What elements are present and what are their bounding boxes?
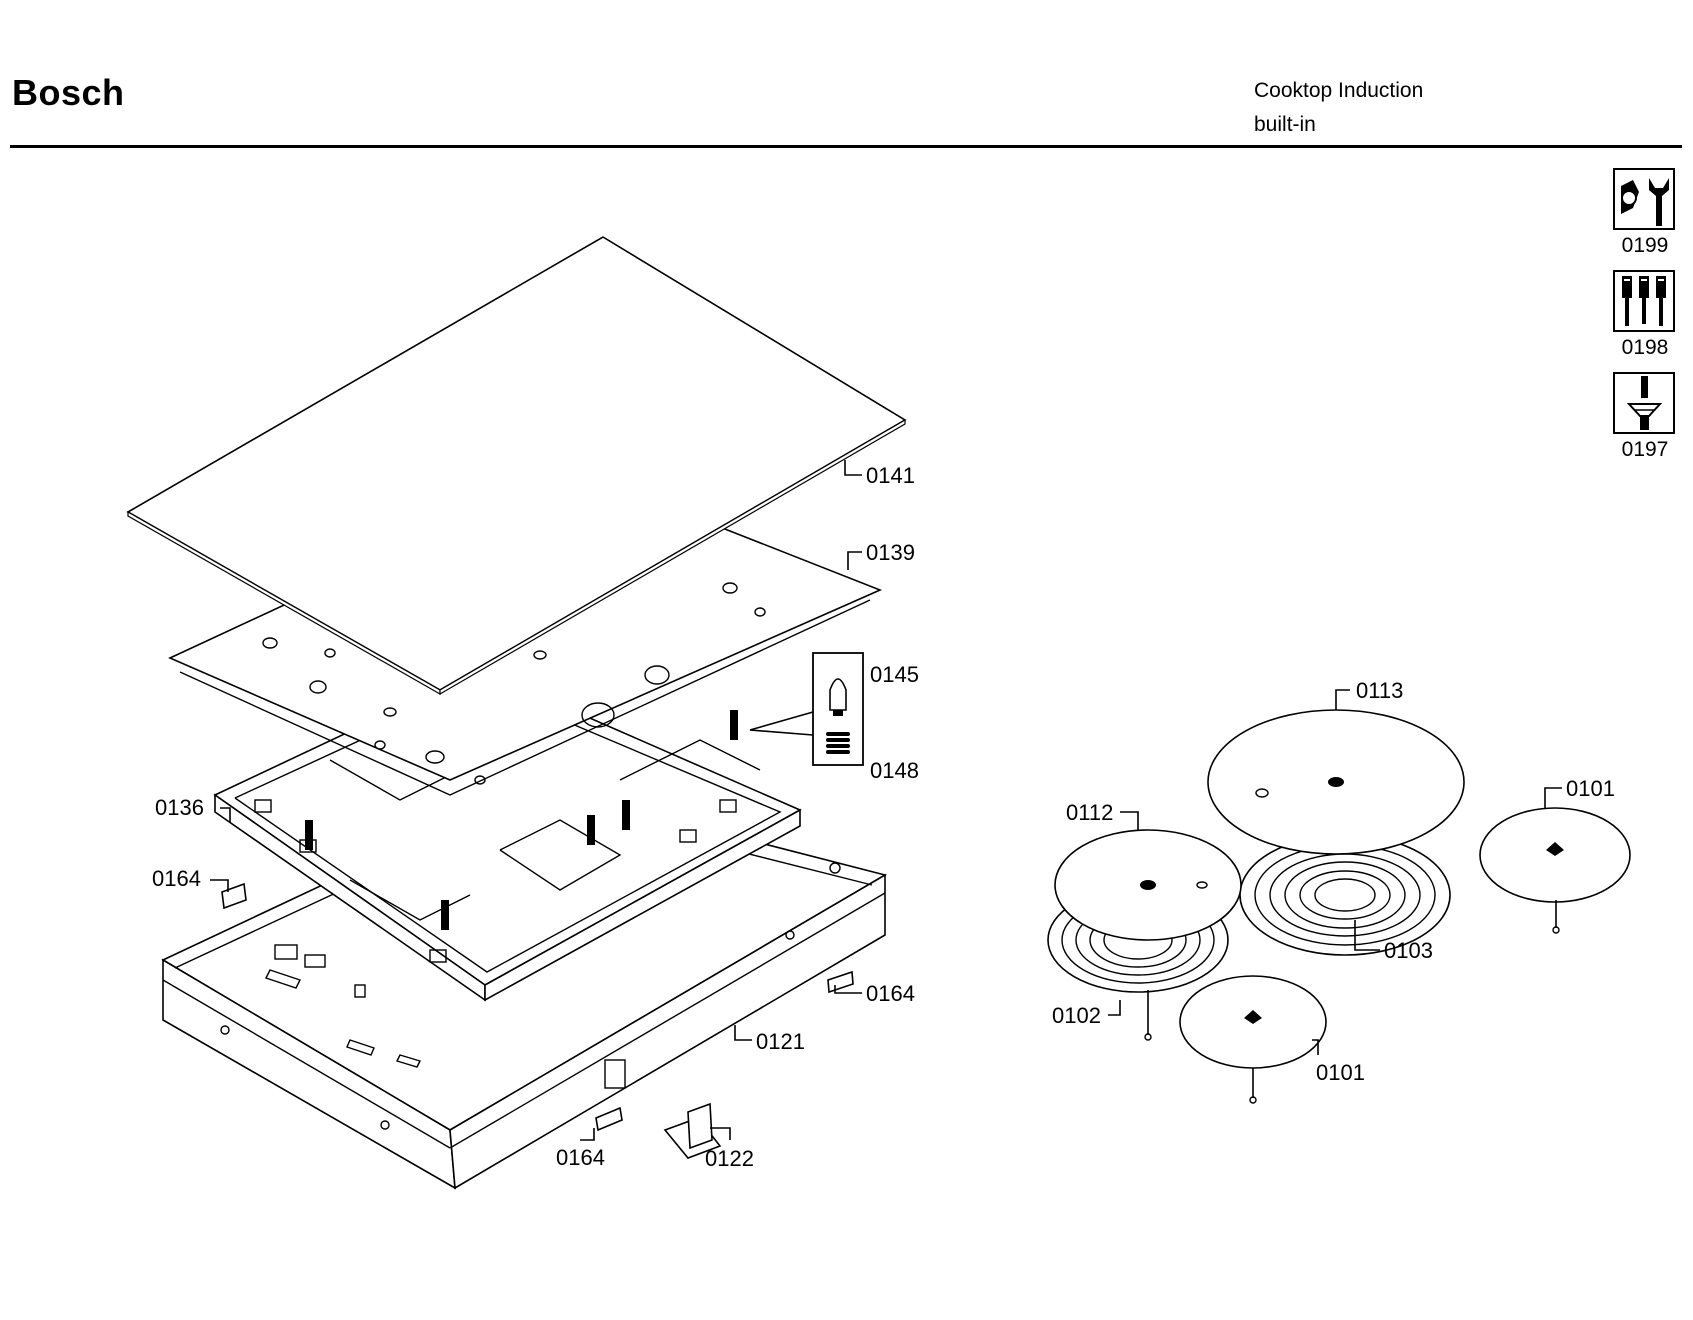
tool-number: 0199 [1621,234,1669,257]
stud-pins [305,710,738,930]
coil-plate-0112 [1054,829,1242,941]
coil-plate-0113 [1207,709,1465,855]
label-0101-right: 0101 [1566,776,1615,801]
clip-0164-right [827,970,854,994]
label-0139: 0139 [866,540,915,565]
label-0113: 0113 [1356,678,1403,703]
product-title: Cooktop Induction built-in [1254,74,1423,142]
tool-legend-0197: 0197 [1613,372,1677,462]
tool-number: 0198 [1621,336,1669,359]
label-0121: 0121 [756,1029,805,1054]
tool-legend-0199: 0199 [1613,168,1677,258]
label-0141: 0141 [866,463,915,488]
label-0148: 0148 [870,758,919,783]
label-0122: 0122 [705,1146,754,1171]
pin-spring-callout [749,652,864,766]
label-0136: 0136 [155,795,204,820]
label-0164-right: 0164 [866,981,915,1006]
coil-0101-right [1479,807,1631,934]
screwdrivers-icon [1613,270,1675,332]
product-line-2: built-in [1254,113,1316,136]
label-0112: 0112 [1066,800,1113,825]
screw-insertion-icon [1613,372,1675,434]
header-divider [10,145,1682,148]
nut-wrench-icon [1613,168,1675,230]
product-line-1: Cooktop Induction [1254,79,1424,102]
bracket-0122 [663,1102,722,1159]
leader-lines [210,460,1562,1141]
clip-0164-left [221,882,247,910]
label-0164-bottom: 0164 [556,1145,605,1170]
clip-0164-bottom [595,1106,623,1132]
tool-number: 0197 [1621,438,1669,461]
coil-0101-bottom [1179,975,1327,1104]
label-0101-bottom: 0101 [1316,1060,1365,1085]
glass-top-0141 [126,236,907,696]
tool-legend-0198: 0198 [1613,270,1677,360]
frame-0136 [213,669,802,1002]
label-0145: 0145 [870,662,919,687]
label-0164-left: 0164 [152,866,201,891]
label-0103: 0103 [1384,938,1433,963]
label-0102: 0102 [1052,1003,1101,1028]
brand-name: Bosch [12,72,125,113]
